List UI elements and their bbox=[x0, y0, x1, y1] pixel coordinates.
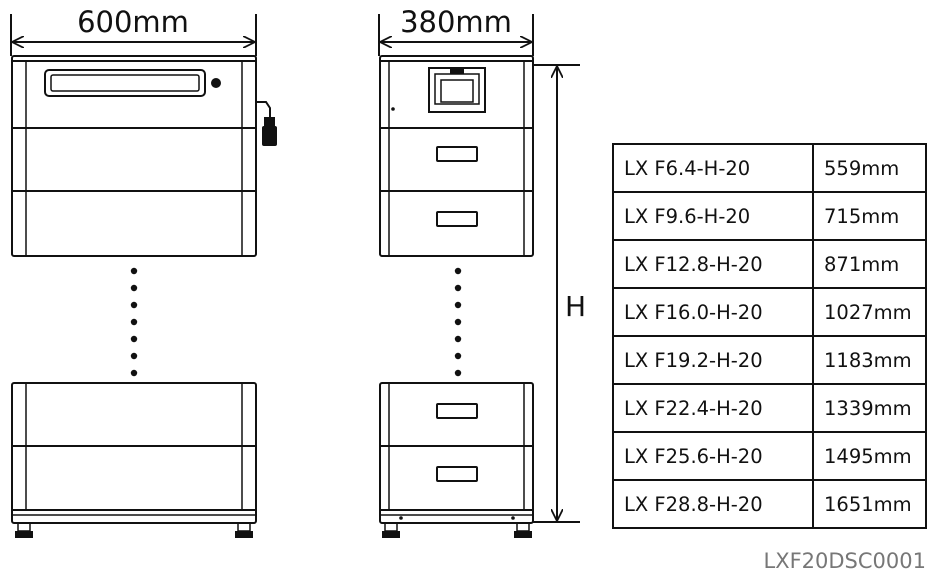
front-view: 600mm bbox=[10, 5, 277, 538]
depth-label: 380mm bbox=[400, 5, 512, 39]
height-cell: 715mm bbox=[812, 191, 927, 241]
side-connector-panel bbox=[428, 67, 486, 113]
height-cell: 1339mm bbox=[812, 383, 927, 433]
height-cell: 871mm bbox=[812, 239, 927, 289]
front-bottom-stack bbox=[11, 382, 257, 538]
front-stack-ellipsis bbox=[130, 267, 138, 377]
width-label: 600mm bbox=[77, 5, 189, 39]
side-handle bbox=[436, 466, 478, 482]
display-panel bbox=[44, 69, 206, 97]
height-cell: 1651mm bbox=[812, 479, 927, 529]
table-row: LX F16.0-H-20 1027mm bbox=[612, 287, 927, 337]
height-cell: 1495mm bbox=[812, 431, 927, 481]
side-view: 380mm bbox=[378, 5, 586, 538]
model-cell: LX F22.4-H-20 bbox=[612, 383, 814, 433]
power-button bbox=[211, 78, 221, 88]
table-row: LX F22.4-H-20 1339mm bbox=[612, 383, 927, 433]
table-row: LX F28.8-H-20 1651mm bbox=[612, 479, 927, 529]
front-top-stack bbox=[11, 55, 257, 257]
model-cell: LX F12.8-H-20 bbox=[612, 239, 814, 289]
table-row: LX F19.2-H-20 1183mm bbox=[612, 335, 927, 385]
side-cable-plug bbox=[256, 101, 277, 146]
height-cell: 1027mm bbox=[812, 287, 927, 337]
model-cell: LX F6.4-H-20 bbox=[612, 143, 814, 193]
height-label: H bbox=[565, 290, 586, 323]
model-cell: LX F19.2-H-20 bbox=[612, 335, 814, 385]
side-handle bbox=[436, 146, 478, 162]
side-handle bbox=[436, 403, 478, 419]
model-cell: LX F9.6-H-20 bbox=[612, 191, 814, 241]
front-feet bbox=[15, 522, 253, 538]
drawing-code: LXF20DSC0001 bbox=[763, 549, 927, 573]
table-row: LX F25.6-H-20 1495mm bbox=[612, 431, 927, 481]
width-dimension: 600mm bbox=[10, 5, 257, 56]
side-top-stack bbox=[379, 55, 534, 257]
table-row: LX F12.8-H-20 871mm bbox=[612, 239, 927, 289]
table-row: LX F9.6-H-20 715mm bbox=[612, 191, 927, 241]
height-cell: 559mm bbox=[812, 143, 927, 193]
side-bottom-stack bbox=[379, 382, 534, 538]
depth-dimension: 380mm bbox=[378, 5, 534, 56]
side-stack-ellipsis bbox=[454, 267, 462, 377]
model-height-table: LX F6.4-H-20 559mm LX F9.6-H-20 715mm LX… bbox=[612, 143, 927, 529]
model-cell: LX F25.6-H-20 bbox=[612, 431, 814, 481]
table-row: LX F6.4-H-20 559mm bbox=[612, 143, 927, 193]
height-cell: 1183mm bbox=[812, 335, 927, 385]
model-cell: LX F28.8-H-20 bbox=[612, 479, 814, 529]
model-cell: LX F16.0-H-20 bbox=[612, 287, 814, 337]
height-dimension: H bbox=[533, 64, 586, 523]
side-feet bbox=[382, 522, 532, 538]
side-handle bbox=[436, 211, 478, 227]
